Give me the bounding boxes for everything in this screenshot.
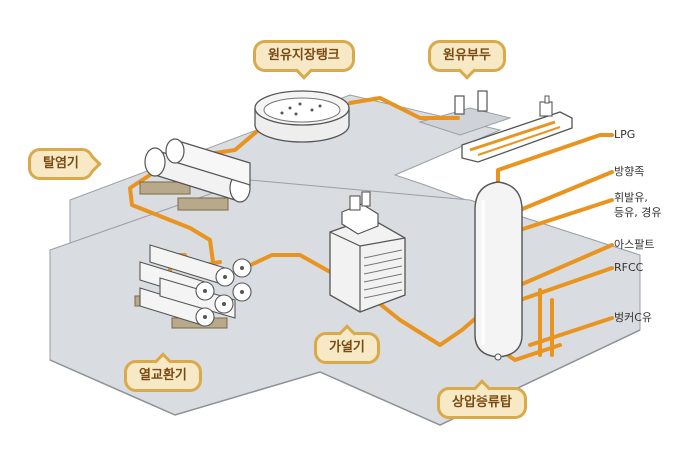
pipe-desalter-to-exchanger xyxy=(128,173,215,264)
output-rfcc: RFCC xyxy=(614,261,644,274)
pipe-column-gasoline xyxy=(518,198,614,232)
output-aromatics: 방향족 xyxy=(614,165,645,178)
label-crude-storage-tank: 원유지장탱크 xyxy=(253,40,355,72)
pipe-column-lpg xyxy=(496,133,614,192)
pipe-heater-to-column xyxy=(373,298,485,347)
distillation-column xyxy=(474,181,523,361)
crude-pier-ship xyxy=(454,90,573,163)
label-desalter: 탈염기 xyxy=(28,148,94,180)
output-asphalt: 아스팔트 xyxy=(614,238,655,251)
output-gasoline-line2: 등유, 경유 xyxy=(614,206,662,219)
label-heat-exchanger: 열교환기 xyxy=(124,360,202,392)
label-crude-pier: 원유부두 xyxy=(428,40,506,72)
heater-furnace xyxy=(329,191,406,313)
heat-exchanger-bundle xyxy=(134,244,252,329)
output-gasoline-line1: 휘발유, xyxy=(614,191,648,204)
ground-pier-platform xyxy=(418,107,512,136)
pipe-pier-to-tank xyxy=(348,96,460,120)
pipe-exchanger-to-heater xyxy=(238,253,350,284)
desalter-vessels xyxy=(139,138,251,211)
label-atmospheric-distillation: 상압증류탑 xyxy=(437,387,527,419)
output-lpg: LPG xyxy=(614,128,636,141)
pipe-column-rfcc xyxy=(518,266,614,302)
pipe-column-asphalt xyxy=(518,243,614,287)
label-heater: 가열기 xyxy=(314,332,380,364)
crude-storage-tank xyxy=(254,90,350,143)
output-bunker-c: 벙커C유 xyxy=(614,311,653,324)
pipe-column-aromatics xyxy=(518,170,614,212)
